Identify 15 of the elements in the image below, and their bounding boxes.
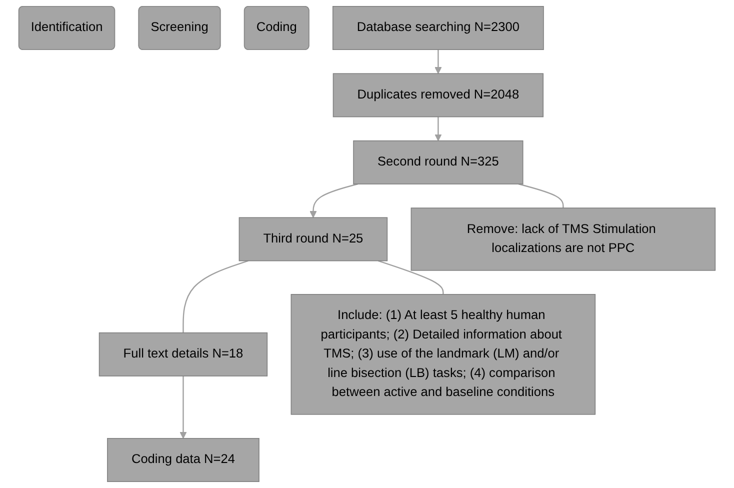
arrow [434,50,442,74]
arrow [180,376,187,439]
node-box: Database searching N=2300 [332,6,544,50]
connector [182,260,248,333]
node-box: Full text details N=18 [98,332,268,376]
node-box: Remove: lack of TMS Stimulation localizations are not PPC [410,208,716,271]
node-box: Coding data N=24 [107,438,260,482]
node-box: Second round N=325 [353,140,524,184]
arrow [310,183,358,218]
node-box: Include: (1) At least 5 healthy human participants; (2) Detailed information about TMS; (3) use of the landmark (LM) and/or line bisection (LB) tasks; (4) comparison between active and baseline conditions [290,294,596,415]
node-box: Third round N=25 [238,217,388,262]
connector [378,260,444,294]
node-box: Duplicates removed N=2048 [332,73,544,118]
arrow [434,116,442,142]
connector [518,183,564,208]
